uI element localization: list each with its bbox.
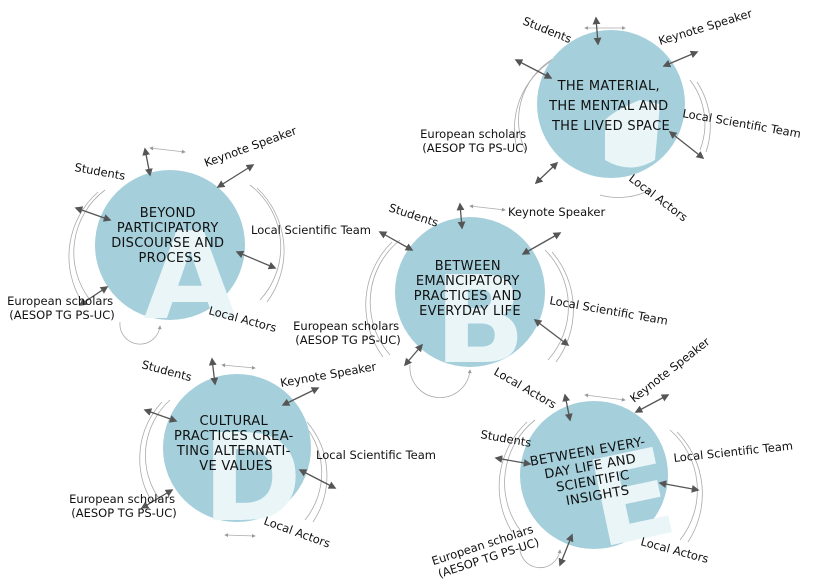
label-students: Students: [140, 357, 193, 384]
workshop-circle: [520, 401, 668, 549]
workshop-circle: [95, 170, 245, 320]
workshop-letter-d: D: [202, 410, 302, 549]
connector-arrows: [494, 393, 700, 567]
label-students: Students: [521, 14, 574, 46]
workshop-circle: [395, 217, 545, 367]
workshop-b: B BETWEEN EMANCIPATORY PRACTICES AND EVE…: [293, 201, 669, 412]
label-keynote-speaker: Keynote Speaker: [657, 6, 754, 48]
workshop-letter-c: [605, 100, 660, 168]
title-line: VE VALUES: [199, 459, 272, 474]
title-line: PRACTICES CREA-: [174, 429, 294, 444]
label-keynote-speaker: Keynote Speaker: [508, 205, 605, 219]
label-local-scientific-team: Local Scientific Team: [681, 106, 802, 141]
title-line: TING ALTERNATI-: [176, 444, 291, 459]
title-line: THE MENTAL AND: [548, 99, 668, 114]
title-line: BETWEEN: [435, 259, 501, 274]
label-european-scholars: European scholars (AESOP TG PS-UC): [7, 294, 117, 322]
label-students: Students: [73, 160, 126, 183]
title-line: PARTICIPATORY: [117, 221, 219, 236]
label-students: Students: [387, 201, 440, 230]
connector-arrows: [514, 16, 705, 185]
label-keynote-speaker: Keynote Speaker: [627, 334, 712, 405]
workshop-d: D CULTURAL PRACTICES CREA- TING ALTERNAT…: [69, 357, 436, 550]
workshop-c: THE MATERIAL, THE MENTAL AND THE LIVED S…: [420, 6, 802, 224]
label-students: Students: [479, 427, 532, 450]
label-european-scholars: European scholars (AESOP TG PS-UC): [69, 492, 179, 520]
title-line: EVERYDAY LIFE: [419, 304, 521, 319]
label-local-scientific-team: Local Scientific Team: [316, 448, 436, 462]
label-european-scholars: European scholars (AESOP TG PS-UC): [293, 319, 403, 347]
title-line: BEYOND: [140, 206, 196, 221]
connector-arrows: [378, 202, 570, 367]
label-european-scholars: European scholars (AESOP TG PS-UC): [430, 521, 543, 582]
faint-arcs: [68, 146, 285, 345]
title-line: THE LIVED SPACE: [551, 119, 670, 134]
workshop-letter-a: A: [144, 208, 237, 347]
title-line: DISCOURSE AND: [111, 236, 224, 251]
title-line: PROCESS: [139, 251, 202, 266]
faint-arcs: [365, 204, 574, 399]
title-line: THE MATERIAL,: [557, 79, 660, 94]
workshop-a: A BEYOND PARTICIPATORY DISCOURSE AND PRO…: [7, 123, 371, 347]
workshop-letter-b: B: [434, 252, 525, 391]
label-european-scholars: European scholars (AESOP TG PS-UC): [420, 127, 530, 155]
workshop-title: BETWEEN EMANCIPATORY PRACTICES AND EVERY…: [414, 259, 527, 319]
label-keynote-speaker: Keynote Speaker: [279, 359, 377, 390]
connector-arrows: [74, 147, 277, 306]
title-line: CULTURAL: [200, 414, 269, 429]
label-local-actors: Local Actors: [626, 171, 690, 224]
connector-arrows: [140, 357, 337, 509]
title-line: EMANCIPATORY: [416, 274, 520, 289]
workshop-title: BEYOND PARTICIPATORY DISCOURSE AND PROCE…: [111, 206, 229, 266]
title-line: PRACTICES AND: [414, 289, 522, 304]
label-local-scientific-team: Local Scientific Team: [548, 293, 669, 328]
label-local-scientific-team: Local Scientific Team: [251, 223, 371, 237]
workshop-title: THE MATERIAL, THE MENTAL AND THE LIVED S…: [548, 79, 673, 134]
label-keynote-speaker: Keynote Speaker: [202, 123, 298, 169]
workshop-circle: [163, 374, 311, 522]
label-local-scientific-team: Local Scientific Team: [673, 439, 794, 465]
workshop-title: CULTURAL PRACTICES CREA- TING ALTERNATI-…: [174, 414, 298, 474]
